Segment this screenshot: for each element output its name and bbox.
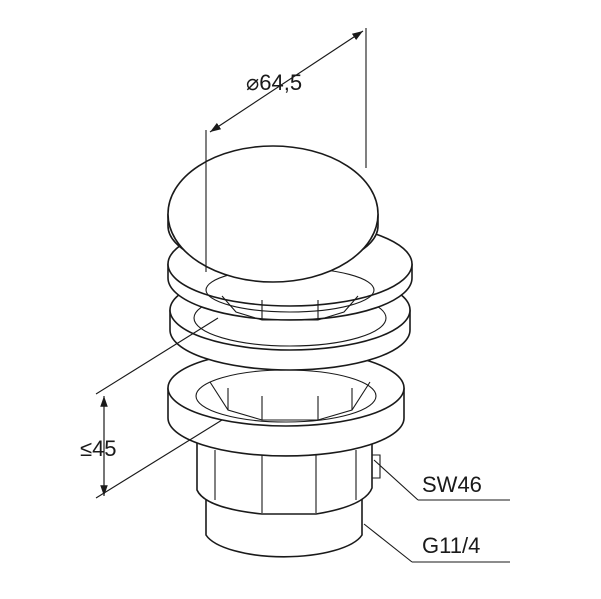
diameter-value: 64,5 <box>259 70 302 95</box>
wrench-size-label: SW46 <box>422 472 482 497</box>
inner-cage <box>209 381 371 421</box>
wrench-size-callout: SW46 <box>373 459 510 501</box>
height-dimension: ≤45 <box>80 317 223 499</box>
thread-label: G11/4 <box>422 533 480 558</box>
height-label: ≤45 <box>80 436 117 461</box>
lower-flange <box>167 349 405 457</box>
diameter-label: ⌀64,5 <box>246 70 302 95</box>
diameter-dimension: ⌀64,5 <box>205 28 367 272</box>
hex-nut <box>196 439 381 515</box>
dome-cap <box>167 145 379 283</box>
thread-callout: G11/4 <box>363 523 510 563</box>
diameter-symbol: ⌀ <box>246 70 259 95</box>
